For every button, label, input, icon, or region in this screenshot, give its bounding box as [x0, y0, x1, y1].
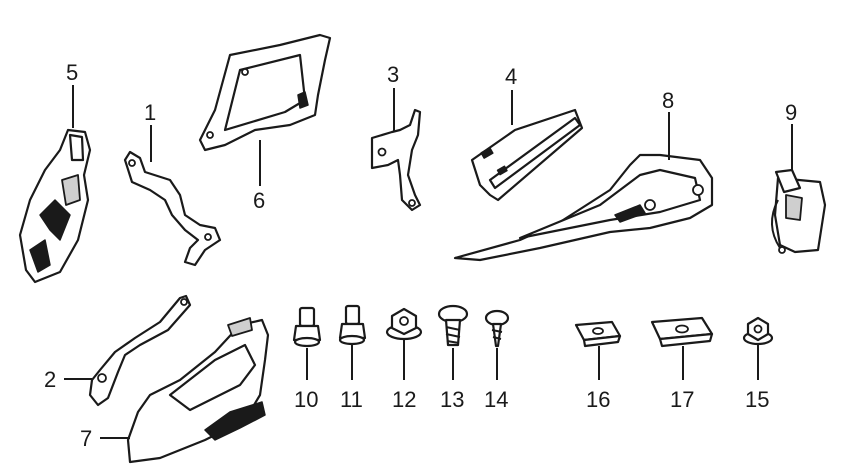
- callout-1: 1: [144, 100, 156, 125]
- part-16-clip-nut: [574, 320, 622, 348]
- part-3-bracket: [370, 108, 422, 212]
- part-12-flange-nut: [385, 307, 423, 341]
- callout-17: 17: [670, 387, 694, 412]
- part-1-bracket: [123, 150, 222, 267]
- callout-8: 8: [662, 88, 674, 113]
- callout-10: 10: [294, 387, 318, 412]
- part-8-side-rail: [453, 153, 714, 262]
- callout-14: 14: [484, 387, 508, 412]
- callout-9: 9: [785, 100, 797, 125]
- part-11-flange-bolt: [338, 304, 367, 346]
- callout-5: 5: [66, 60, 78, 85]
- part-9-clip-assembly: [771, 168, 827, 254]
- callout-3: 3: [387, 62, 399, 87]
- part-13-screw: [437, 304, 469, 347]
- part-17-clip-nut: [650, 316, 714, 348]
- callout-labels: 5 1 6 3 4 8 9 2 7 10 11 12 13 14 16 17 1…: [44, 60, 797, 451]
- callout-6: 6: [253, 188, 265, 213]
- leader-lines: [64, 85, 793, 439]
- callout-2: 2: [44, 367, 56, 392]
- callout-4: 4: [505, 64, 517, 89]
- callout-12: 12: [392, 387, 416, 412]
- part-4-rail-bracket: [470, 108, 584, 202]
- part-6-inner-panel: [198, 33, 332, 152]
- part-10-flange-bolt: [292, 306, 322, 348]
- callout-7: 7: [80, 426, 92, 451]
- callout-13: 13: [440, 387, 464, 412]
- part-14-tapping-screw: [484, 309, 510, 348]
- part-7-lower-fairing: [126, 317, 270, 464]
- part-2-bracket: [88, 294, 192, 407]
- callout-15: 15: [745, 387, 769, 412]
- part-15-nut: [742, 316, 774, 346]
- part-5-side-cover: [18, 128, 92, 284]
- callout-11: 11: [340, 387, 363, 412]
- callout-16: 16: [586, 387, 610, 412]
